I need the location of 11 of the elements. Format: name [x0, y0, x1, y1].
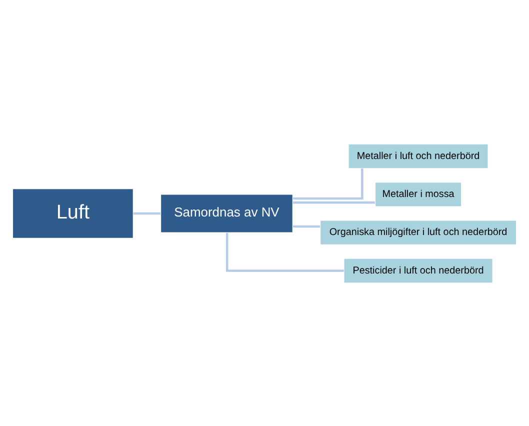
connector [133, 212, 160, 214]
connector [292, 224, 320, 228]
node-box: Luft [12, 188, 134, 238]
connector [292, 200, 375, 204]
node-box: Samordnas av NV [160, 194, 294, 232]
connector [292, 168, 364, 200]
node-box: Pesticider i luft och nederbörd [343, 258, 494, 283]
connector [226, 232, 344, 272]
node-box: Metaller i luft och nederbörd [348, 143, 488, 168]
node-box: Organiska miljögifter i luft och nederbörd [320, 219, 517, 245]
node-box: Metaller i mossa [374, 181, 462, 207]
